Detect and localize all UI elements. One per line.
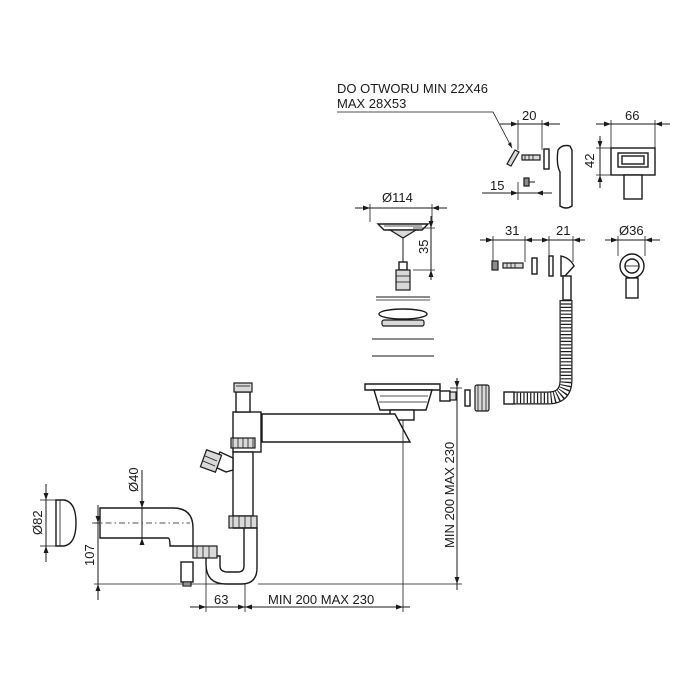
strainer-group: Ø114 35 <box>355 190 457 421</box>
overflow-front-view: 66 42 <box>582 108 670 200</box>
dim-31: 31 <box>505 223 519 238</box>
siphon-body <box>92 382 412 587</box>
dim-min-max-horizontal: MIN 200 MAX 230 <box>268 592 374 607</box>
overflow-hose-group: 31 21 Ø36 <box>464 223 660 412</box>
dim-66: 66 <box>625 108 639 123</box>
dim-diameter-114: Ø114 <box>382 190 413 205</box>
dim-21: 21 <box>556 223 570 238</box>
dim-diameter-36: Ø36 <box>619 223 644 238</box>
vertical-height-dim: MIN 200 MAX 230 <box>258 378 462 590</box>
dim-42: 42 <box>582 154 597 168</box>
overflow-hole-note: DO OTWORU MIN 22X46 MAX 28X53 <box>337 81 513 149</box>
dim-15: 15 <box>490 178 504 193</box>
dim-35: 35 <box>416 240 431 254</box>
note-line-1: DO OTWORU MIN 22X46 <box>337 81 488 96</box>
dim-min-max-vertical: MIN 200 MAX 230 <box>442 442 457 548</box>
dim-diameter-82: Ø82 <box>30 510 45 535</box>
dim-107-group: 107 <box>82 505 232 600</box>
overflow-cover-group: 20 15 <box>482 108 573 209</box>
note-line-2: MAX 28X53 <box>337 96 406 111</box>
rosette-group: Ø82 <box>30 484 77 562</box>
dim-40-group: Ø40 <box>126 467 145 545</box>
dim-diameter-40: Ø40 <box>126 467 141 492</box>
dim-20: 20 <box>522 108 536 123</box>
dim-63: 63 <box>214 592 228 607</box>
dim-107: 107 <box>82 544 97 566</box>
bottom-dims: 63 MIN 200 MAX 230 <box>190 420 410 612</box>
